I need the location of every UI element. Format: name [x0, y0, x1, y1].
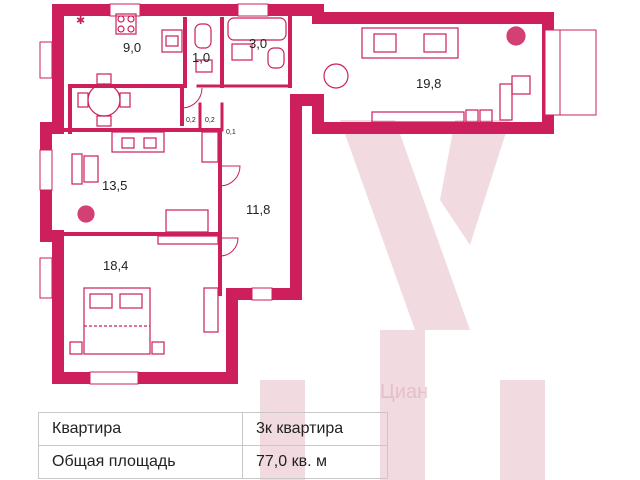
room-area-bedroom-1: 13,5 — [102, 178, 127, 193]
bedroom2-furniture — [69, 235, 219, 355]
room-area-closet-2: 0,2 — [205, 117, 215, 124]
kitchen-furniture: ✱ — [76, 13, 183, 127]
walls — [40, 4, 554, 384]
watermark-brand: Циан — [380, 381, 428, 403]
row-value-apartment: 3к квартира — [242, 412, 388, 446]
room-area-living-room: 19,8 — [416, 76, 441, 91]
room-area-closet-1: 0,2 — [186, 117, 196, 124]
windows — [39, 3, 597, 385]
room-area-corridor: 11,8 — [246, 202, 270, 217]
bedroom1-furniture — [71, 131, 219, 233]
row-value-total-area: 77,0 кв. м — [242, 445, 388, 479]
room-area-closet-3: 0,1 — [226, 129, 236, 136]
bathroom-fixtures — [194, 17, 287, 73]
living-room-furniture — [323, 26, 531, 123]
table-row: Общая площадь 77,0 кв. м — [38, 445, 388, 479]
table-row: Квартира 3к квартира — [38, 412, 388, 446]
room-area-kitchen: 9,0 — [123, 40, 141, 55]
apartment-info-table: Квартира 3к квартира Общая площадь 77,0 … — [38, 412, 388, 479]
room-area-bedroom-2: 18,4 — [103, 258, 128, 273]
room-area-wc: 1,0 — [192, 50, 210, 65]
row-label-total-area: Общая площадь — [38, 445, 243, 479]
svg-text:✱: ✱ — [76, 15, 85, 27]
room-area-bathroom: 3,0 — [249, 36, 267, 51]
row-label-apartment: Квартира — [38, 412, 243, 446]
doors — [181, 87, 315, 257]
